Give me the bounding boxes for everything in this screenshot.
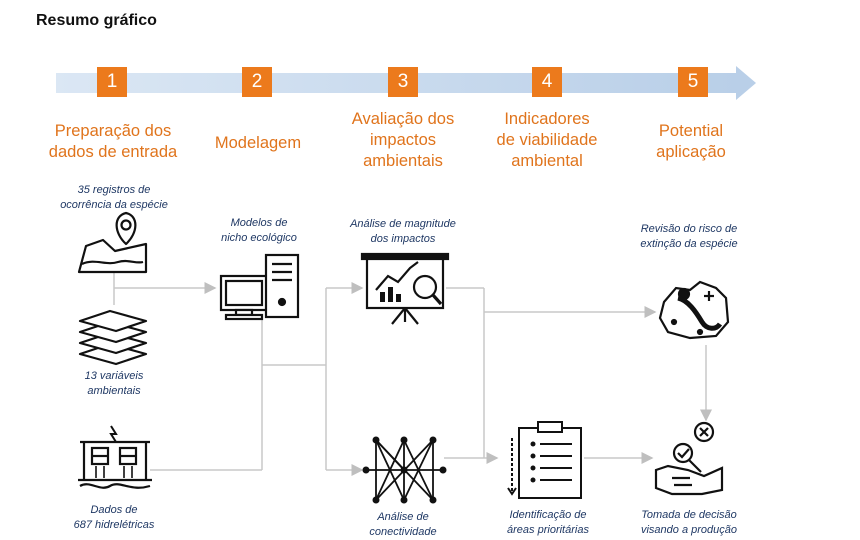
- clipboard-checklist-icon: [507, 421, 582, 499]
- caption-priority-areas: Identificação de áreas prioritárias: [507, 509, 589, 536]
- network-connectivity-icon: [362, 436, 447, 504]
- step-1-badge: 1: [97, 67, 127, 97]
- page-title: Resumo gráfico: [36, 12, 157, 29]
- step-2-badge: 2: [242, 67, 272, 97]
- magnitude-analysis-icon: [360, 252, 450, 325]
- caption-extinction-risk: Revisão do risco de extinção da espécie: [640, 223, 738, 250]
- caption-occurrences: 35 registros de ocorrência da espécie: [60, 184, 168, 211]
- step-4-badge: 4: [532, 67, 562, 97]
- step-2-label: Modelagem: [214, 134, 302, 152]
- decision-hand-icon: [654, 421, 724, 496]
- caption-niche-models: Modelos de nicho ecológico: [221, 217, 297, 244]
- step-1-label: Preparação dos dados de entrada: [48, 122, 178, 161]
- caption-hydro: Dados de 687 hidrelétricas: [73, 504, 155, 531]
- layers-icon: [78, 309, 148, 366]
- caption-magnitude: Análise de magnitude dos impactos: [350, 218, 456, 245]
- species-risk-icon: [658, 280, 730, 340]
- caption-variables: 13 variáveis ambientais: [84, 370, 144, 397]
- hydroelectric-dam-icon: [78, 425, 152, 489]
- map-pin-icon: [77, 211, 148, 274]
- step-5-badge: 5: [678, 67, 708, 97]
- step-3-badge: 3: [388, 67, 418, 97]
- step-5-label: Potential aplicação: [656, 122, 726, 161]
- caption-decision: Tomada de decisão visando a produção: [640, 509, 737, 536]
- step-4-label: Indicadores de viabilidade ambiental: [496, 110, 598, 170]
- computer-icon: [219, 253, 300, 321]
- caption-connectivity: Análise de conectividade: [369, 511, 437, 538]
- step-3-label: Avaliação dos impactos ambientais: [351, 110, 455, 170]
- connector-lines: [113, 270, 712, 476]
